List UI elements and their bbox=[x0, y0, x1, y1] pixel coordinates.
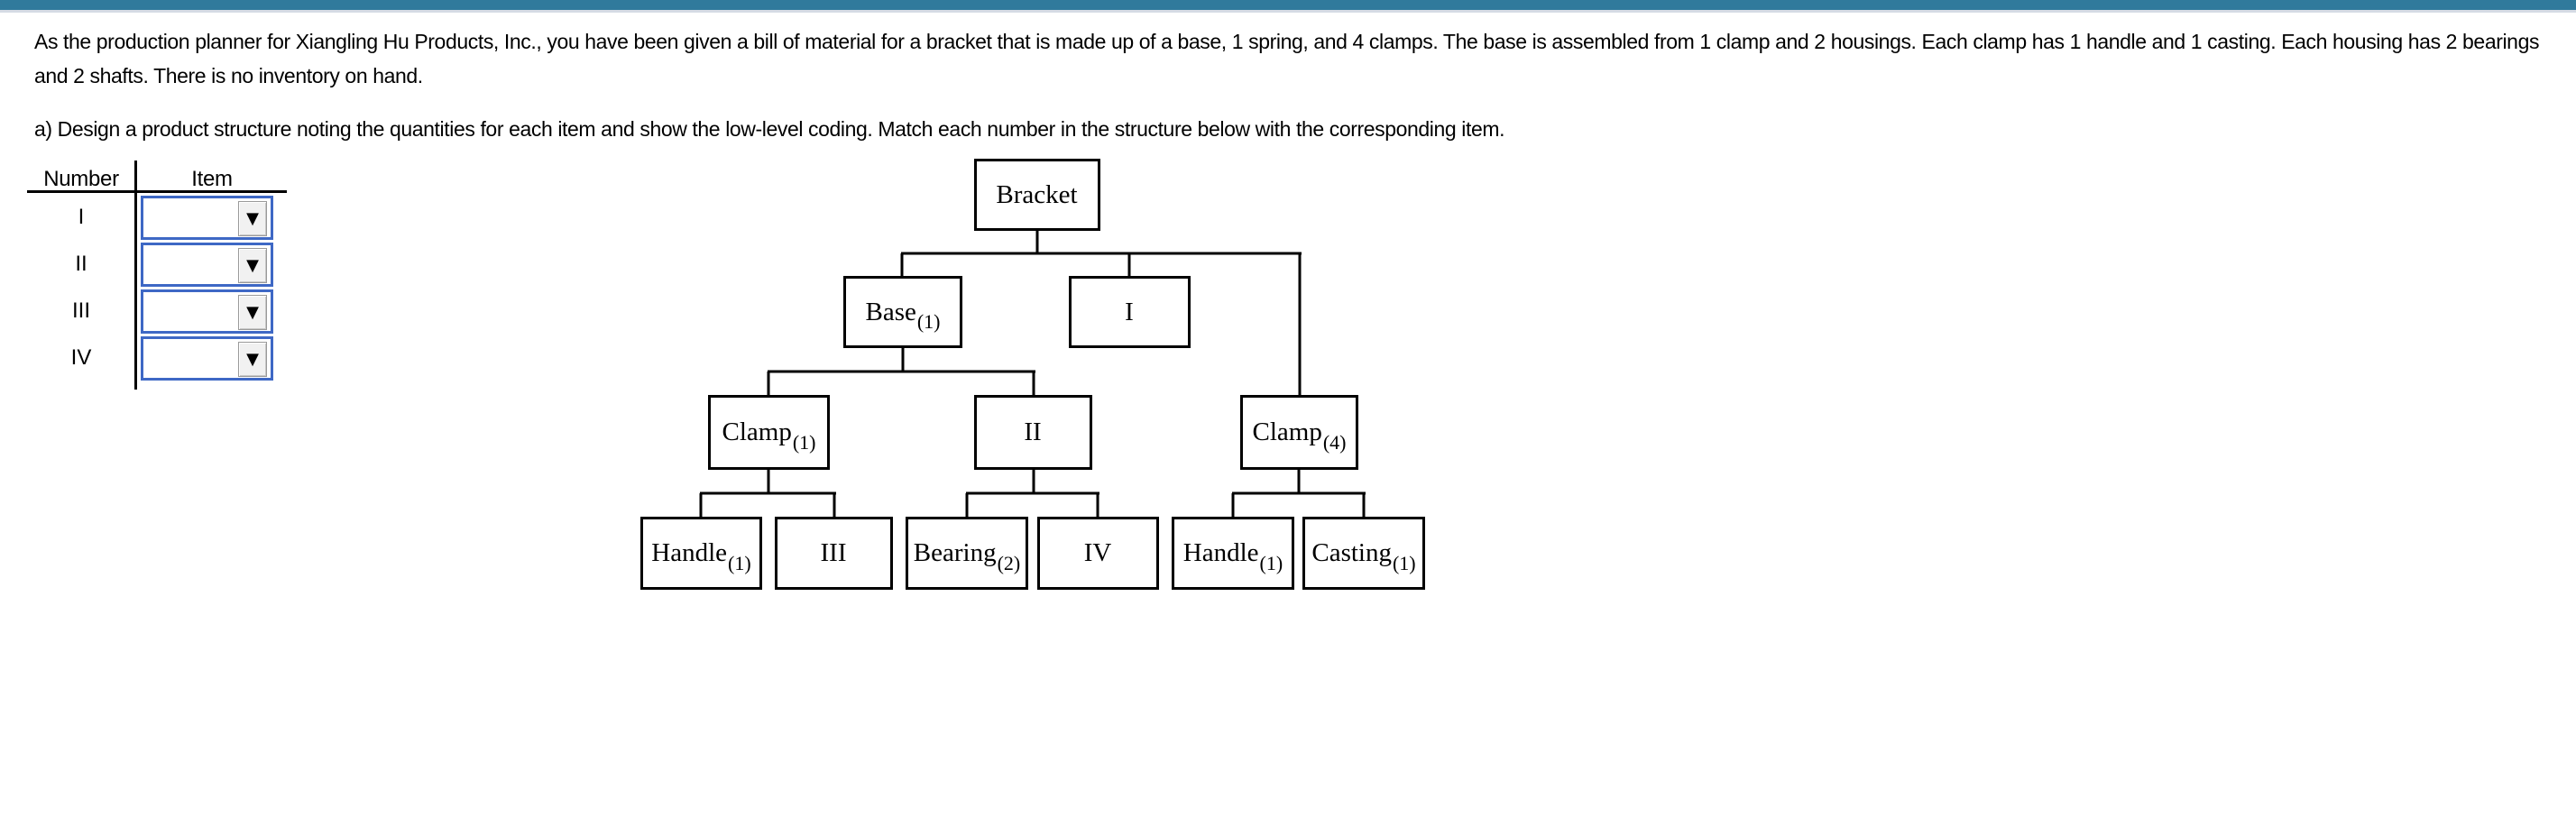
tree-node-roman-2: II bbox=[974, 395, 1092, 470]
tree-node-clamp-right: Clamp(4) bbox=[1240, 395, 1358, 470]
tree-node-clamp-left: Clamp(1) bbox=[708, 395, 830, 470]
tree-node-label: III bbox=[820, 538, 847, 567]
row-number-2: II bbox=[75, 252, 87, 276]
tree-node-qty: (1) bbox=[1259, 551, 1283, 574]
tree-node-roman-4: IV bbox=[1037, 517, 1159, 590]
item-column-header: Item bbox=[191, 167, 233, 191]
item-select-4[interactable]: ▼ bbox=[141, 336, 273, 381]
tree-node-label: Bearing bbox=[913, 538, 997, 567]
tree-node-label: Clamp bbox=[722, 418, 792, 446]
tree-node-label: I bbox=[1125, 297, 1134, 326]
number-column-header: Number bbox=[43, 167, 119, 191]
tree-node-roman-1: I bbox=[1069, 276, 1191, 348]
tree-node-qty: (1) bbox=[728, 551, 751, 574]
tree-node-roman-3: III bbox=[775, 517, 893, 590]
table-header-underline bbox=[27, 190, 287, 193]
tree-node-qty: (1) bbox=[916, 310, 941, 333]
tree-node-label: Handle bbox=[651, 538, 728, 567]
tree-node-label: Bracket bbox=[996, 179, 1078, 209]
part-a-instruction: a) Design a product structure noting the… bbox=[34, 117, 1505, 141]
tree-node-casting: Casting(1) bbox=[1302, 517, 1425, 590]
item-select-2-dropdown-button[interactable]: ▼ bbox=[238, 248, 267, 283]
item-select-1[interactable]: ▼ bbox=[141, 196, 273, 240]
tree-node-qty: (4) bbox=[1322, 430, 1347, 454]
top-accent-bar bbox=[0, 0, 2576, 13]
tree-node-label: II bbox=[1024, 418, 1042, 446]
tree-node-qty: (2) bbox=[997, 551, 1021, 574]
row-number-1: I bbox=[78, 205, 85, 229]
tree-node-qty: (1) bbox=[1392, 551, 1416, 574]
row-number-3: III bbox=[71, 298, 90, 323]
tree-node-label: IV bbox=[1083, 538, 1112, 567]
tree-node-qty: (1) bbox=[792, 430, 816, 454]
table-column-divider bbox=[134, 161, 137, 390]
tree-node-bearing: Bearing(2) bbox=[906, 517, 1028, 590]
item-select-1-dropdown-button[interactable]: ▼ bbox=[238, 201, 267, 236]
tree-node-handle-left: Handle(1) bbox=[640, 517, 762, 590]
tree-node-label: Clamp bbox=[1252, 418, 1322, 446]
chevron-down-icon: ▼ bbox=[246, 349, 259, 369]
problem-intro-text: As the production planner for Xiangling … bbox=[34, 30, 2540, 87]
chevron-down-icon: ▼ bbox=[246, 255, 259, 275]
row-number-4: IV bbox=[70, 345, 92, 370]
tree-node-label: Casting bbox=[1311, 538, 1392, 567]
tree-node-label: Base bbox=[865, 297, 916, 326]
item-select-2[interactable]: ▼ bbox=[141, 243, 273, 287]
chevron-down-icon: ▼ bbox=[246, 302, 259, 322]
item-select-3-dropdown-button[interactable]: ▼ bbox=[238, 295, 267, 330]
tree-node-base: Base(1) bbox=[843, 276, 962, 348]
tree-node-handle-right: Handle(1) bbox=[1172, 517, 1294, 590]
chevron-down-icon: ▼ bbox=[246, 208, 259, 228]
item-select-3[interactable]: ▼ bbox=[141, 289, 273, 334]
tree-node-label: Handle bbox=[1182, 538, 1259, 567]
tree-node-bracket: Bracket bbox=[974, 159, 1100, 231]
item-select-4-dropdown-button[interactable]: ▼ bbox=[238, 342, 267, 377]
